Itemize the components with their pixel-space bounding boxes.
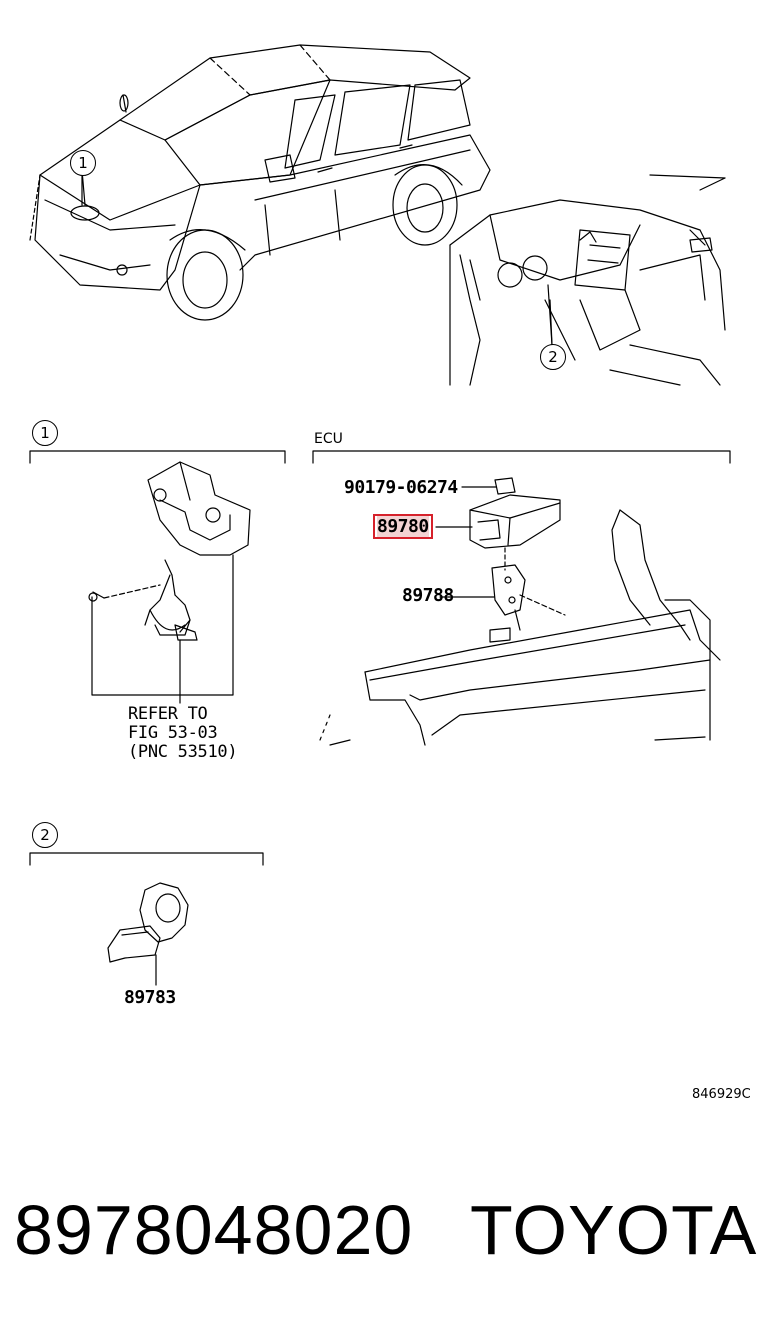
footer-brand: TOYOTA — [470, 1191, 758, 1269]
refer-line-3: (PNC 53510) — [128, 742, 238, 762]
steering-sensor — [107, 882, 189, 986]
callout-2-leader — [549, 299, 553, 346]
callout-1-marker: 1 — [70, 150, 96, 176]
section-ecu-frame — [312, 450, 731, 464]
refer-bracket — [91, 554, 234, 696]
section-1-frame — [29, 450, 286, 464]
part-number-sensor: 89783 — [124, 987, 176, 1008]
part-number-bolt: 90179-06274 — [344, 477, 458, 498]
part-number-ecu-text: 89780 — [377, 516, 429, 537]
vehicle-illustration — [29, 44, 491, 321]
part-number-ecu[interactable]: 89780 — [373, 514, 433, 539]
refer-line-2: FIG 53-03 — [128, 723, 218, 743]
callout-2-marker: 2 — [540, 344, 566, 370]
section-1-marker: 1 — [32, 420, 58, 446]
ecu-section-label: ECU — [314, 431, 343, 447]
refer-note: REFER TO FIG 53-03 (PNC 53510) — [128, 704, 238, 762]
section-2-frame — [29, 852, 264, 866]
figure-code: 846929C — [692, 1087, 751, 1102]
footer-part-number: 8978048020 — [14, 1191, 414, 1269]
part-number-bracket: 89788 — [402, 585, 454, 606]
interior-dash-illustration — [449, 174, 726, 386]
ecu-assembly — [319, 477, 721, 746]
section-2-marker: 2 — [32, 822, 58, 848]
refer-line-1: REFER TO — [128, 704, 208, 724]
hood-lock-assembly — [88, 461, 251, 641]
